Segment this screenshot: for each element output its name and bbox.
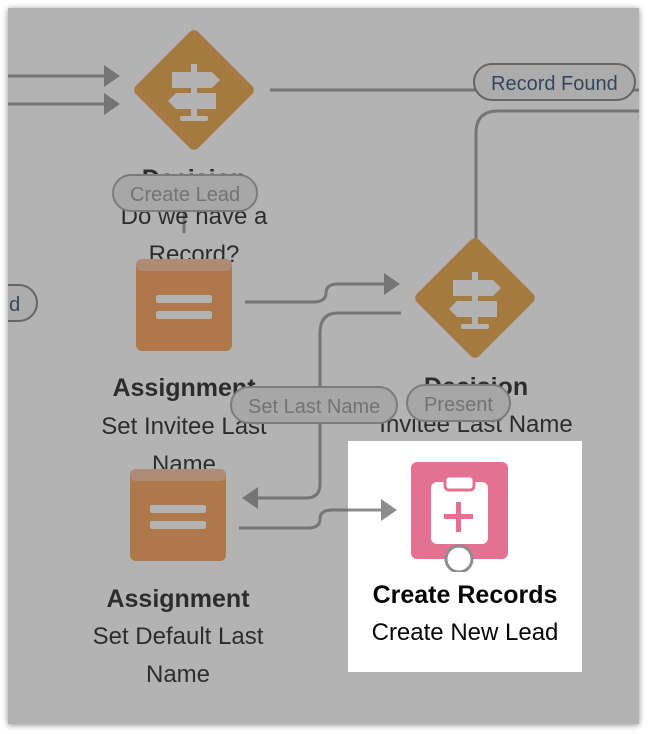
present-connector-label[interactable]: Present: [406, 384, 511, 422]
signpost-icon: [415, 238, 535, 358]
arrowhead-4: [242, 487, 258, 509]
decision-node-2[interactable]: [409, 232, 541, 364]
assignment-node-2[interactable]: [130, 469, 226, 561]
arrowhead-3: [384, 273, 400, 295]
record-found-connector-label[interactable]: Record Found: [473, 63, 636, 101]
equals-icon: [136, 259, 232, 351]
create-lead-connector-label[interactable]: Create Lead: [112, 174, 259, 212]
assignment-2-label: Set Default Last Name: [92, 623, 264, 688]
create-records-label: Create New Lead: [371, 619, 559, 646]
create-records-node[interactable]: [411, 462, 508, 574]
clipboard-plus-icon: [411, 462, 508, 574]
decision-return-connector: [474, 109, 639, 243]
assignment-to-decision-connector: [245, 282, 386, 304]
create-records-type: Create Records: [372, 581, 558, 609]
decision-node-1[interactable]: [128, 24, 260, 156]
signpost-icon: [134, 30, 254, 150]
set-last-name-connector-label[interactable]: Set Last Name: [230, 386, 399, 424]
spotlight-connector: [348, 499, 397, 521]
flow-builder-canvas: Decision Do we have a Record? Assignment…: [8, 8, 639, 724]
assignment-node-1[interactable]: [136, 259, 232, 351]
left-partial-connector-label[interactable]: nd: [8, 284, 39, 322]
assignment-to-create-connector: [239, 508, 383, 530]
arrowhead-2: [104, 93, 120, 115]
arrowhead-1: [104, 65, 120, 87]
assignment-2-type: Assignment: [106, 585, 250, 613]
equals-icon: [130, 469, 226, 561]
